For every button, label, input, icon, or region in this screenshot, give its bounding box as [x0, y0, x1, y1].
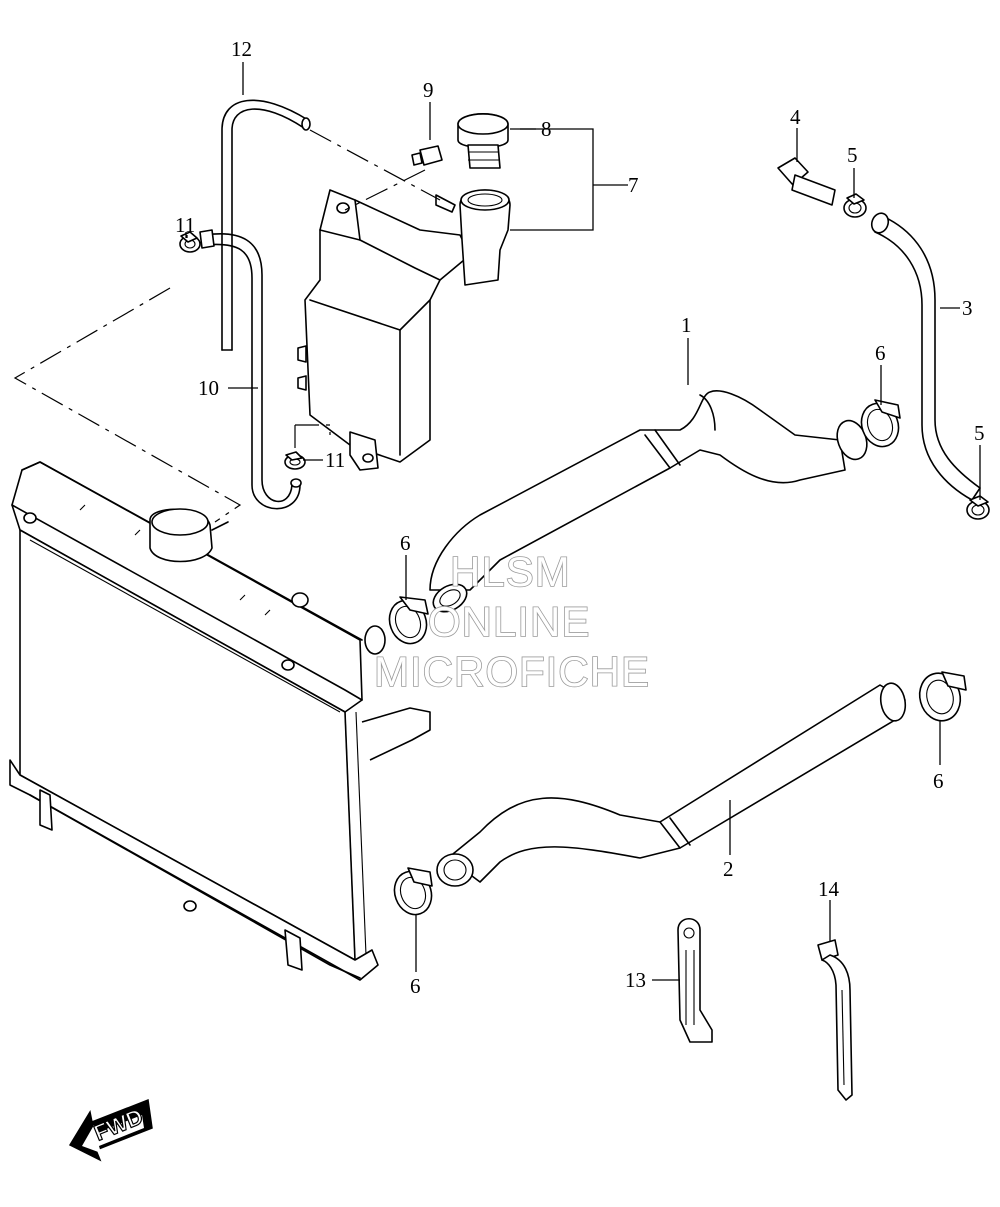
clamp-6-left-upper [388, 596, 429, 645]
watermark-line-3: MICROFICHE [374, 648, 650, 695]
callout-9: 9 [423, 78, 434, 102]
callout-2: 2 [723, 857, 734, 881]
callout-4: 4 [790, 105, 801, 129]
clamp-11-lower [284, 451, 306, 470]
hose-2 [436, 682, 907, 887]
callout-8: 8 [541, 117, 552, 141]
fitting-4 [777, 157, 836, 206]
callout-13: 13 [625, 968, 646, 992]
holder-13 [677, 917, 713, 1043]
reservoir-cap [457, 113, 509, 169]
cable-tie-14 [817, 939, 853, 1101]
reservoir-tank [297, 189, 511, 471]
callout-3: 3 [962, 296, 973, 320]
callout-11-lower: 11 [325, 448, 345, 472]
hose-12 [221, 99, 311, 351]
callout-1: 1 [681, 313, 692, 337]
callout-14: 14 [818, 877, 840, 901]
hose-1 [429, 390, 868, 613]
clamp-6-right-upper [860, 399, 901, 448]
bolt [411, 145, 443, 166]
callout-6-right-upper: 6 [875, 341, 886, 365]
callout-11-upper: 11 [175, 213, 195, 237]
callout-10: 10 [198, 376, 219, 400]
hose-3 [870, 212, 981, 501]
callout-6-right-lower: 6 [933, 769, 944, 793]
callout-12: 12 [231, 37, 252, 61]
callout-leaders [185, 62, 981, 981]
callout-numbers: 12 9 8 7 4 5 11 3 1 6 10 5 11 6 6 2 14 1… [175, 37, 985, 998]
clamp-6-left-lower [393, 867, 433, 916]
callout-7: 7 [628, 173, 639, 197]
watermark-line-2: ONLINE [428, 598, 590, 645]
clamp-11-upper [179, 231, 201, 253]
callout-5-lower: 5 [974, 421, 985, 445]
callout-6-left-upper: 6 [400, 531, 411, 555]
hose-10 [199, 229, 302, 510]
forward-arrow: FWD [68, 1098, 153, 1162]
watermark-line-1: HLSM [450, 548, 571, 595]
clamp-5-upper [843, 193, 867, 218]
clamp-5-lower [966, 495, 990, 520]
callout-6-left-lower: 6 [410, 974, 421, 998]
radiator [9, 461, 431, 981]
clamp-6-right-lower [918, 671, 967, 722]
watermark: HLSM ONLINE MICROFICHE [373, 547, 650, 696]
callout-5-upper: 5 [847, 143, 858, 167]
dashed-leaders [13, 129, 441, 523]
